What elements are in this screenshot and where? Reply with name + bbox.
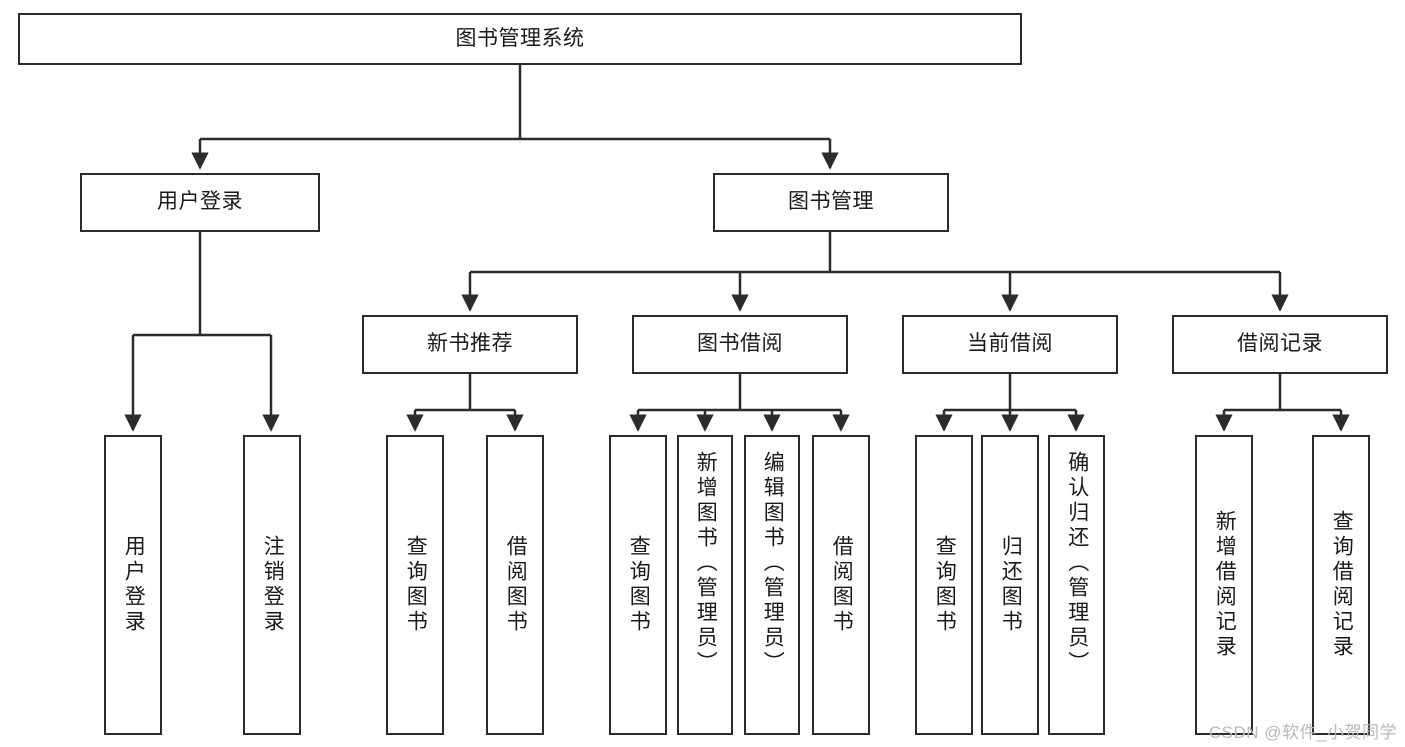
node-leaf-borrow-book-new[interactable]: 借阅图书 — [486, 435, 544, 735]
node-leaf-borrow-book-label: 借阅图书 — [830, 535, 854, 635]
node-leaf-return-book[interactable]: 归还图书 — [981, 435, 1039, 735]
node-user-login[interactable]: 用户登录 — [80, 173, 320, 232]
node-leaf-user-login[interactable]: 用户登录 — [104, 435, 162, 735]
node-new-book-recommend-label: 新书推荐 — [427, 332, 513, 356]
node-leaf-query-book-current[interactable]: 查询图书 — [915, 435, 973, 735]
node-borrow-record[interactable]: 借阅记录 — [1172, 315, 1388, 374]
node-book-borrow-label: 图书借阅 — [697, 332, 783, 356]
node-book-management-label: 图书管理 — [788, 190, 874, 214]
node-leaf-add-borrow-record[interactable]: 新增借阅记录 — [1195, 435, 1253, 735]
node-leaf-confirm-return-admin[interactable]: 确认归还（管理员） — [1048, 435, 1105, 735]
node-new-book-recommend[interactable]: 新书推荐 — [362, 315, 578, 374]
node-leaf-add-book-admin-label: 新增图书（管理员） — [694, 451, 718, 676]
node-leaf-query-book-current-label: 查询图书 — [933, 535, 957, 635]
node-root[interactable]: 图书管理系统 — [18, 13, 1022, 65]
node-leaf-query-book-new[interactable]: 查询图书 — [386, 435, 444, 735]
node-leaf-confirm-return-admin-label: 确认归还（管理员） — [1065, 451, 1089, 676]
node-leaf-user-login-label: 用户登录 — [122, 535, 146, 635]
node-leaf-edit-book-admin-label: 编辑图书（管理员） — [761, 451, 785, 676]
node-leaf-query-book-new-label: 查询图书 — [404, 535, 428, 635]
node-leaf-query-book-borrow-label: 查询图书 — [627, 535, 651, 635]
node-book-management[interactable]: 图书管理 — [713, 173, 949, 232]
node-leaf-edit-book-admin[interactable]: 编辑图书（管理员） — [744, 435, 800, 735]
node-leaf-logout[interactable]: 注销登录 — [243, 435, 301, 735]
node-leaf-query-borrow-record[interactable]: 查询借阅记录 — [1312, 435, 1370, 735]
node-leaf-logout-label: 注销登录 — [261, 535, 285, 635]
node-leaf-add-book-admin[interactable]: 新增图书（管理员） — [677, 435, 733, 735]
node-book-borrow[interactable]: 图书借阅 — [632, 315, 848, 374]
node-leaf-return-book-label: 归还图书 — [999, 535, 1023, 635]
node-leaf-borrow-book-new-label: 借阅图书 — [504, 535, 528, 635]
node-user-login-label: 用户登录 — [157, 190, 243, 214]
node-current-borrow[interactable]: 当前借阅 — [902, 315, 1118, 374]
node-leaf-add-borrow-record-label: 新增借阅记录 — [1213, 510, 1237, 660]
node-leaf-query-book-borrow[interactable]: 查询图书 — [609, 435, 667, 735]
node-leaf-borrow-book[interactable]: 借阅图书 — [812, 435, 870, 735]
node-current-borrow-label: 当前借阅 — [967, 332, 1053, 356]
csdn-watermark: CSDN @软件_小贺同学 — [1208, 723, 1397, 742]
node-root-label: 图书管理系统 — [455, 26, 585, 50]
node-leaf-query-borrow-record-label: 查询借阅记录 — [1330, 510, 1354, 660]
node-borrow-record-label: 借阅记录 — [1237, 332, 1323, 356]
